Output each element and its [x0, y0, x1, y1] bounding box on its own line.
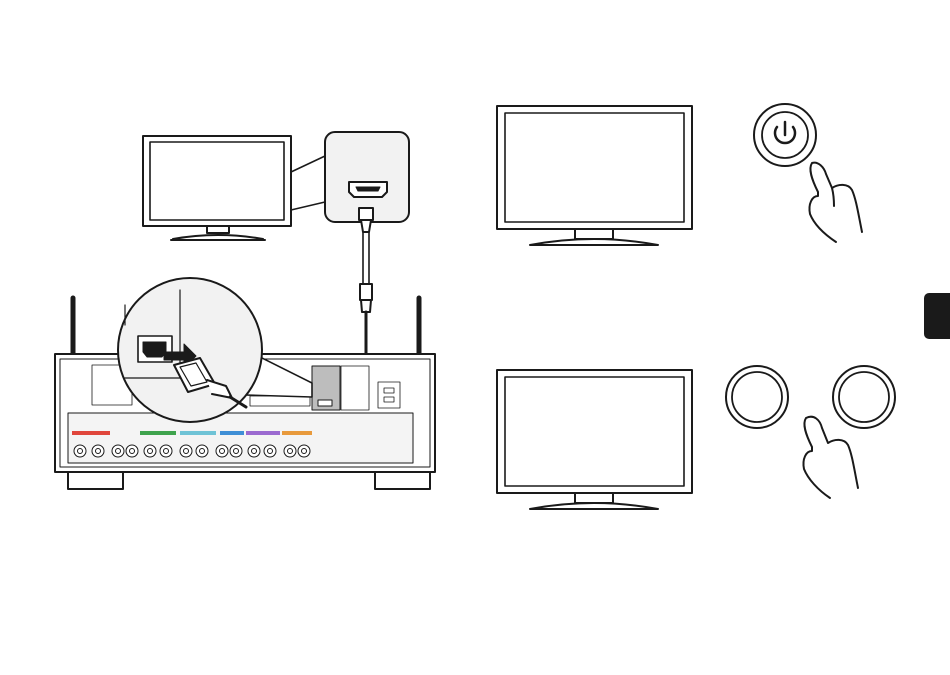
finger-press-icon	[803, 417, 858, 498]
round-button-icon[interactable]	[726, 366, 788, 428]
round-button-icon[interactable]	[833, 366, 895, 428]
finger-press-icon	[809, 163, 862, 242]
select-input-panel	[497, 366, 895, 509]
speaker-terminal	[126, 445, 138, 457]
speaker-terminal	[92, 445, 104, 457]
speaker-terminal	[216, 445, 228, 457]
tv-icon	[497, 370, 692, 509]
speaker-terminal	[196, 445, 208, 457]
speaker-terminal	[160, 445, 172, 457]
power-button-icon[interactable]	[754, 104, 816, 166]
hdmi-port-icon	[349, 182, 387, 197]
section-tab	[924, 293, 950, 339]
speaker-terminal	[284, 445, 296, 457]
speaker-terminal	[230, 445, 242, 457]
speaker-terminal	[264, 445, 276, 457]
tv-icon	[143, 136, 291, 240]
speaker-terminal	[298, 445, 310, 457]
tv-icon	[497, 106, 692, 245]
speaker-terminal	[248, 445, 260, 457]
speaker-terminal	[74, 445, 86, 457]
connection-panel	[55, 132, 435, 489]
hdmi-port-callout	[291, 132, 409, 222]
power-on-panel	[497, 104, 862, 245]
speaker-terminal	[144, 445, 156, 457]
speaker-terminal	[112, 445, 124, 457]
speaker-terminal	[180, 445, 192, 457]
